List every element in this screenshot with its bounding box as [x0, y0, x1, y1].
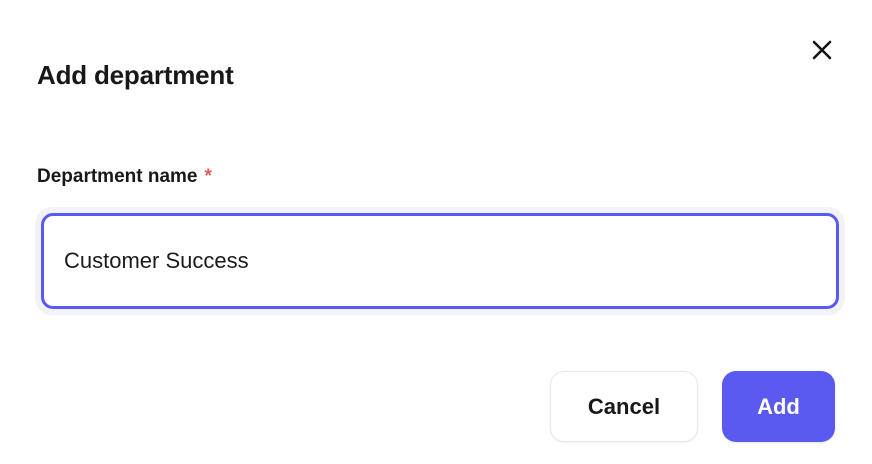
dialog-footer: Cancel Add — [0, 371, 872, 443]
dialog-header: Add department — [0, 0, 872, 118]
required-asterisk: * — [204, 166, 212, 187]
input-focus-ring — [35, 207, 845, 315]
close-icon — [811, 39, 833, 61]
add-button[interactable]: Add — [722, 371, 835, 442]
cancel-button[interactable]: Cancel — [550, 371, 698, 442]
close-button[interactable] — [806, 34, 838, 66]
department-name-input[interactable] — [41, 213, 839, 309]
page-title: Add department — [37, 60, 234, 90]
department-name-label-text: Department name — [37, 166, 198, 187]
department-name-label: Department name * — [37, 164, 212, 190]
